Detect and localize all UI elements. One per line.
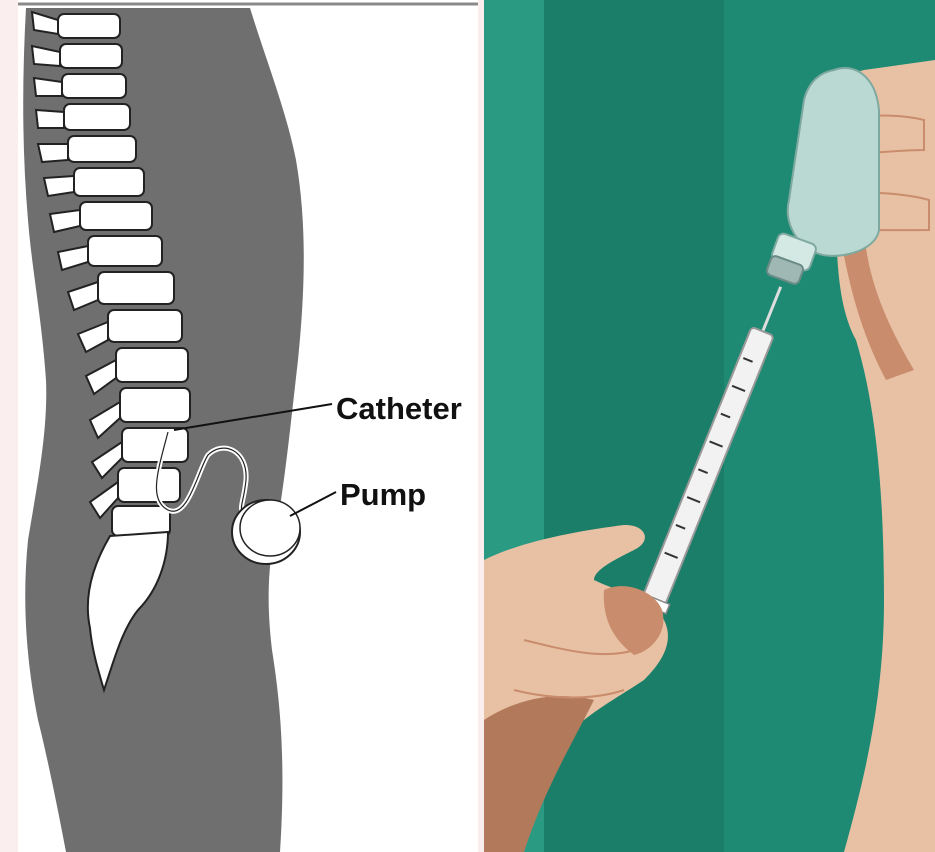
spine-pump-diagram: Catheter Pump bbox=[18, 0, 478, 852]
pump-label: Pump bbox=[340, 479, 426, 510]
pump-leader-line bbox=[290, 492, 336, 516]
pump bbox=[232, 500, 300, 564]
catheter-label: Catheter bbox=[336, 393, 462, 424]
syringe-illustration-panel bbox=[484, 0, 935, 852]
syringe-vial-illustration bbox=[484, 0, 935, 852]
spine-pump-illustration bbox=[18, 0, 478, 852]
